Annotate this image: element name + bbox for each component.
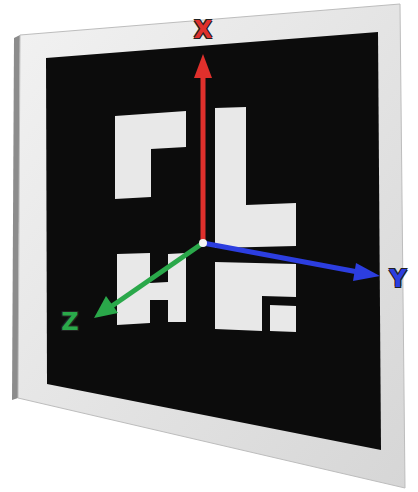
coordinate-axes	[94, 54, 380, 318]
axis-label: Z	[61, 310, 78, 334]
axis-label: X	[194, 18, 213, 42]
marker-board	[18, 4, 405, 488]
marker-black-square	[46, 32, 381, 450]
axis-label: Y	[389, 267, 406, 291]
